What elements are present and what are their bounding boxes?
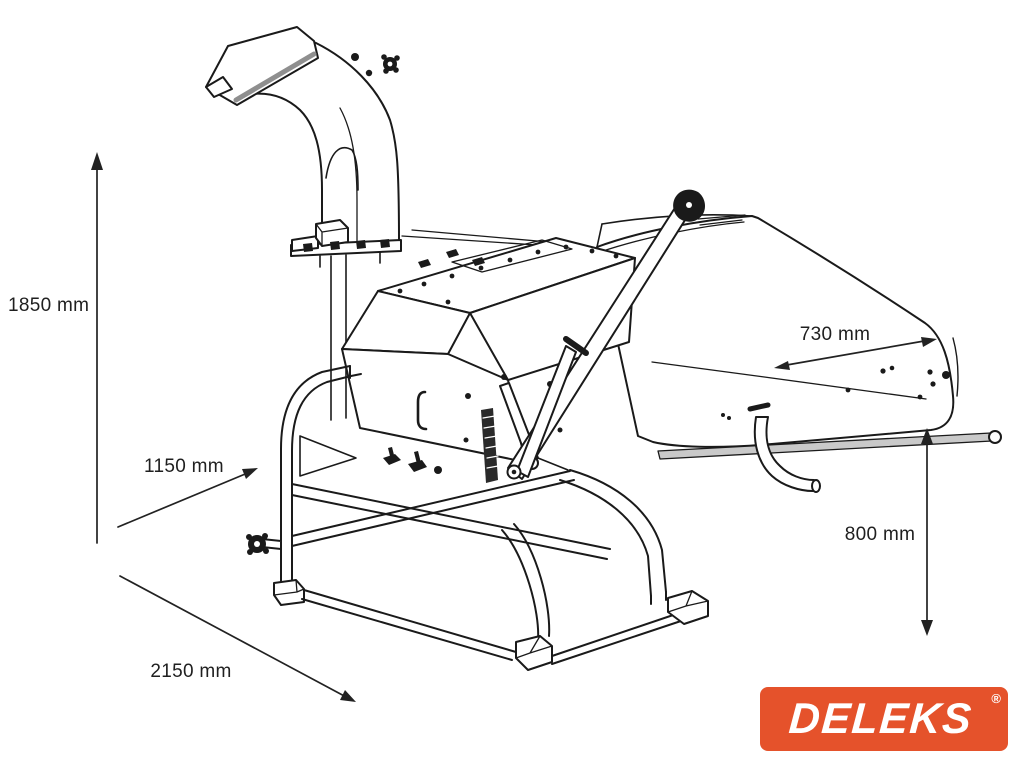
dimension-label-overall-height: 1850 mm [8,295,90,316]
deflector-hood [205,26,319,106]
dimension-label-hopper-width: 730 mm [799,324,871,345]
chute-collar [290,219,402,268]
hitch-details [383,447,442,474]
support-frame [273,365,709,671]
registered-trademark-icon: ® [991,691,1001,706]
feed-tray-lip [657,430,1002,460]
chute-clamp-knobs [351,53,400,77]
dimension-label-overall-width: 1150 mm [144,456,224,477]
dimension-label-tray-height: 800 mm [844,524,916,545]
dimension-annotations [91,152,937,702]
dimension-length-arrow [119,575,356,702]
deleks-logo-text: DELEKS [787,694,975,743]
hopper-support-leg [747,402,821,493]
hopper-rivets [721,365,950,420]
dimension-tray-height-arrow [921,428,933,636]
side-clamp-knob [246,533,282,555]
dimension-hopper-width-arrow [774,337,937,370]
dimension-label-overall-length: 2150 mm [150,661,232,682]
housing-bolts [397,244,619,305]
deleks-logo: DELEKS ® [760,687,1008,751]
top-link-rod [506,189,746,480]
dimension-width-arrow [117,468,258,528]
dimension-height-arrow [91,152,103,544]
hitch-mast [330,254,347,421]
